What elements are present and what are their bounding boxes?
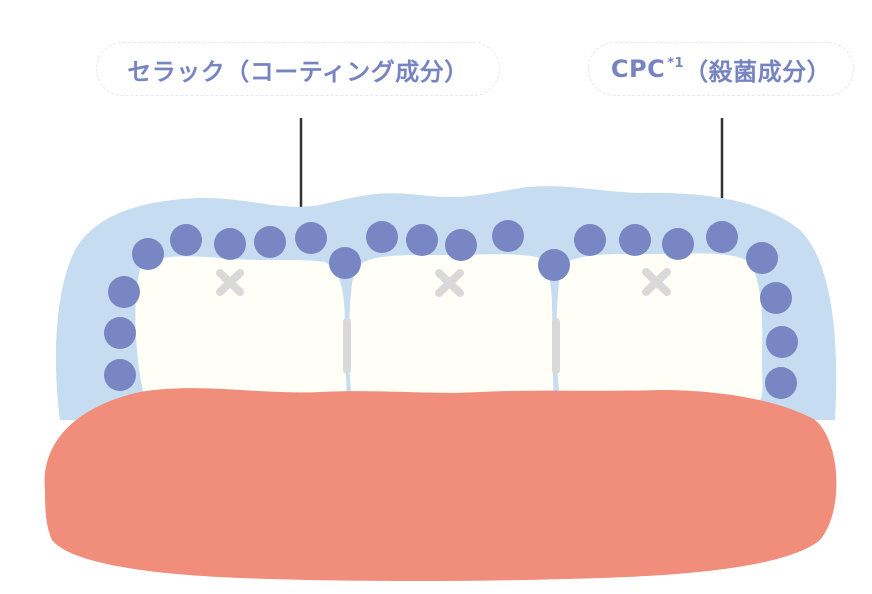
cpc-footnote-marker: *1: [667, 55, 685, 71]
cpc-particle: [662, 228, 694, 260]
shellac-label-text: セラック（コーティング成分）: [127, 57, 469, 86]
cpc-particle: [619, 224, 651, 256]
x-mark-icon: [435, 269, 464, 297]
tooth-right: [556, 253, 763, 400]
cpc-particle: [492, 220, 524, 252]
cpc-particle: [706, 221, 738, 253]
cpc-particle: [766, 326, 798, 358]
cpc-particle: [366, 221, 398, 253]
cpc-particle: [104, 317, 136, 349]
cpc-particle: [170, 224, 202, 256]
cpc-particle: [104, 359, 136, 391]
cpc-particle: [760, 282, 792, 314]
cpc-particle: [574, 224, 606, 256]
cpc-particle: [214, 228, 246, 260]
cpc-particle: [254, 226, 286, 258]
cpc-particle: [538, 249, 570, 281]
cpc-particle: [295, 222, 327, 254]
cpc-particle: [746, 242, 778, 274]
tooth-marks: [216, 268, 671, 374]
cpc-particle: [765, 367, 797, 399]
gum: [44, 388, 837, 581]
tooth-left: [135, 256, 347, 400]
shellac-label: セラック（コーティング成分）: [96, 42, 500, 96]
cpc-label-suffix: （殺菌成分）: [684, 57, 832, 86]
tooth-middle: [348, 254, 554, 400]
cpc-particle: [445, 229, 477, 261]
cpc-particle: [132, 238, 164, 270]
cpc-particles: [104, 220, 798, 399]
cpc-particle: [108, 276, 140, 308]
cpc-particle: [406, 224, 438, 256]
cpc-label-text: CPC: [610, 55, 666, 83]
x-mark-icon: [642, 268, 671, 296]
x-mark-icon: [216, 269, 244, 296]
cpc-label: CPC *1 （殺菌成分）: [588, 42, 854, 96]
cpc-particle: [329, 247, 361, 279]
